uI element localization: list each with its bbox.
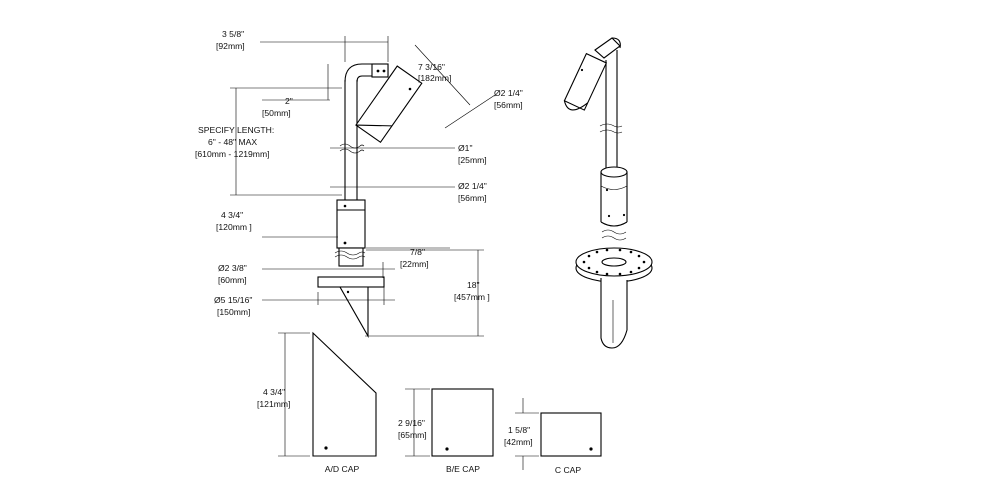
- stem-diameter-metric: [25mm]: [458, 155, 487, 165]
- stake-length-metric: [457mm ]: [454, 292, 490, 302]
- stake-length-dim: 18": [467, 280, 480, 290]
- be-cap-metric: [65mm]: [398, 430, 427, 440]
- collar-diameter-metric: [60mm]: [218, 275, 247, 285]
- collar-diameter-dim: Ø2 3/8": [218, 263, 247, 273]
- ad-cap-label: A/D CAP: [325, 464, 360, 474]
- flange-holes: [582, 248, 646, 276]
- head-length-dim: 7 3/16": [418, 62, 445, 72]
- ad-cap-metric: [121mm]: [257, 399, 290, 409]
- housing-diameter-dim: Ø2 1/4": [458, 181, 487, 191]
- arm-width-dim: 3 5/8": [222, 29, 244, 39]
- collar-height-metric: [22mm]: [400, 259, 429, 269]
- ad-cap-dim: 4 3/4": [263, 387, 285, 397]
- specify-length-metric: [610mm - 1219mm]: [195, 149, 270, 159]
- ad-cap-drawing: [278, 331, 377, 457]
- be-cap-label: B/E CAP: [446, 464, 480, 474]
- housing-height-metric: [120mm ]: [216, 222, 252, 232]
- be-cap-drawing: [405, 388, 494, 457]
- be-cap-dim: 2 9/16": [398, 418, 425, 428]
- flange-diameter-dim: Ø5 15/16": [214, 295, 252, 305]
- specify-length-range: 6" - 48" MAX: [208, 137, 257, 147]
- c-cap-label: C CAP: [555, 465, 582, 475]
- flange-diameter-metric: [150mm]: [217, 307, 250, 317]
- elbow-height-metric: [50mm]: [262, 108, 291, 118]
- collar-height-dim: 7/8": [410, 247, 425, 257]
- housing-diameter-metric: [56mm]: [458, 193, 487, 203]
- specify-length-label: SPECIFY LENGTH:: [198, 125, 274, 135]
- side-elevation-view: [317, 63, 423, 339]
- head-length-metric: [182mm]: [418, 73, 451, 83]
- c-cap-metric: [42mm]: [504, 437, 533, 447]
- head-diameter-metric: [56mm]: [494, 100, 523, 110]
- c-cap-dim: 1 5/8": [508, 425, 530, 435]
- housing-height-dim: 4 3/4": [221, 210, 243, 220]
- isometric-view: [563, 37, 653, 349]
- elbow-height-dim: 2": [285, 96, 293, 106]
- arm-width-metric: [92mm]: [216, 41, 245, 51]
- stem-diameter-dim: Ø1": [458, 143, 473, 153]
- dimension-lines: [230, 36, 496, 337]
- head-diameter-dim: Ø2 1/4": [494, 88, 523, 98]
- c-cap-drawing: [515, 398, 602, 470]
